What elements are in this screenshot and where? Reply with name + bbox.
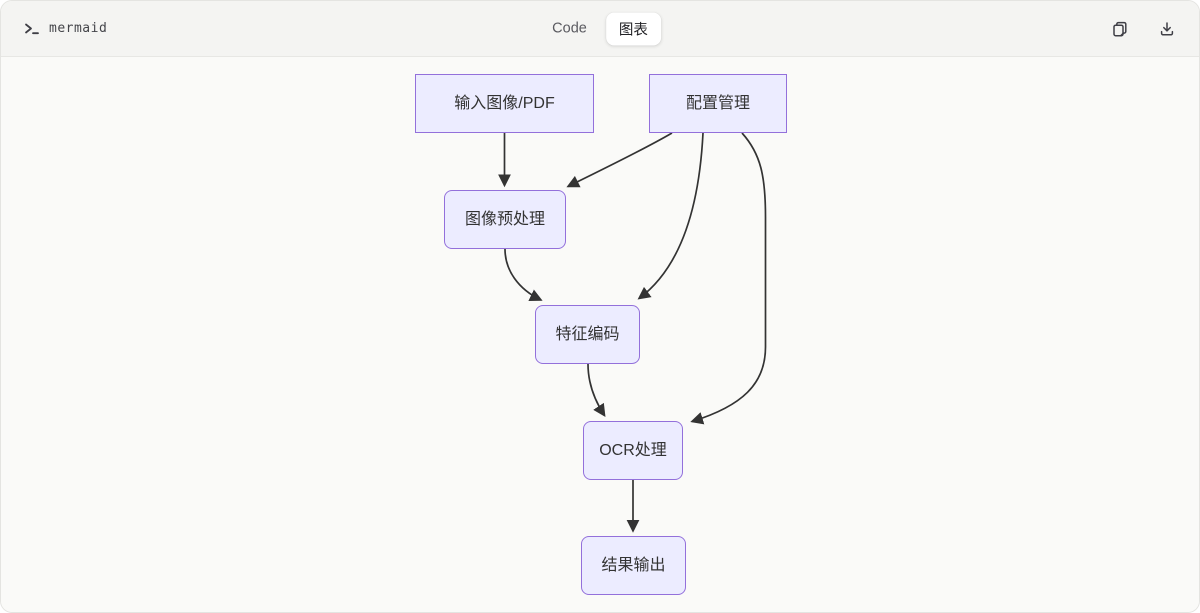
edge-preprocess-to-encode [504,248,543,302]
tab-code[interactable]: Code [539,15,600,43]
terminal-icon [23,20,40,37]
app-title: mermaid [49,21,108,36]
copy-icon [1111,20,1129,38]
edge-config-to-preprocess [566,132,673,188]
app-identity: mermaid [23,20,107,37]
tab-diagram[interactable]: 图表 [605,12,661,45]
node-label: 图像预处理 [464,210,545,228]
header-bar: mermaid Code 图表 [1,1,1199,57]
node-image-preprocessing: 图像预处理 [444,190,566,249]
view-tabs: Code 图表 [539,12,661,45]
download-icon [1158,20,1176,38]
node-label: 结果输出 [601,556,666,574]
node-label: 输入图像/PDF [454,94,555,112]
flowchart-edges [498,132,767,533]
node-label: OCR处理 [599,441,667,459]
download-button[interactable] [1157,19,1177,39]
node-config-management: 配置管理 [649,74,787,133]
node-feature-encoding: 特征编码 [535,305,640,364]
header-actions [1110,19,1177,39]
node-ocr-processing: OCR处理 [583,421,683,480]
copy-button[interactable] [1110,19,1130,39]
edge-encode-to-ocr [587,363,606,417]
node-label: 配置管理 [685,94,750,112]
node-result-output: 结果输出 [581,536,686,595]
diagram-canvas: 输入图像/PDF 配置管理 图像预处理 特征编码 OCR处理 结果输出 [1,57,1199,612]
node-label: 特征编码 [555,325,620,343]
edge-config-to-encode [637,132,704,300]
edge-config-to-ocr [690,132,767,425]
node-input-image-pdf: 输入图像/PDF [415,74,594,133]
